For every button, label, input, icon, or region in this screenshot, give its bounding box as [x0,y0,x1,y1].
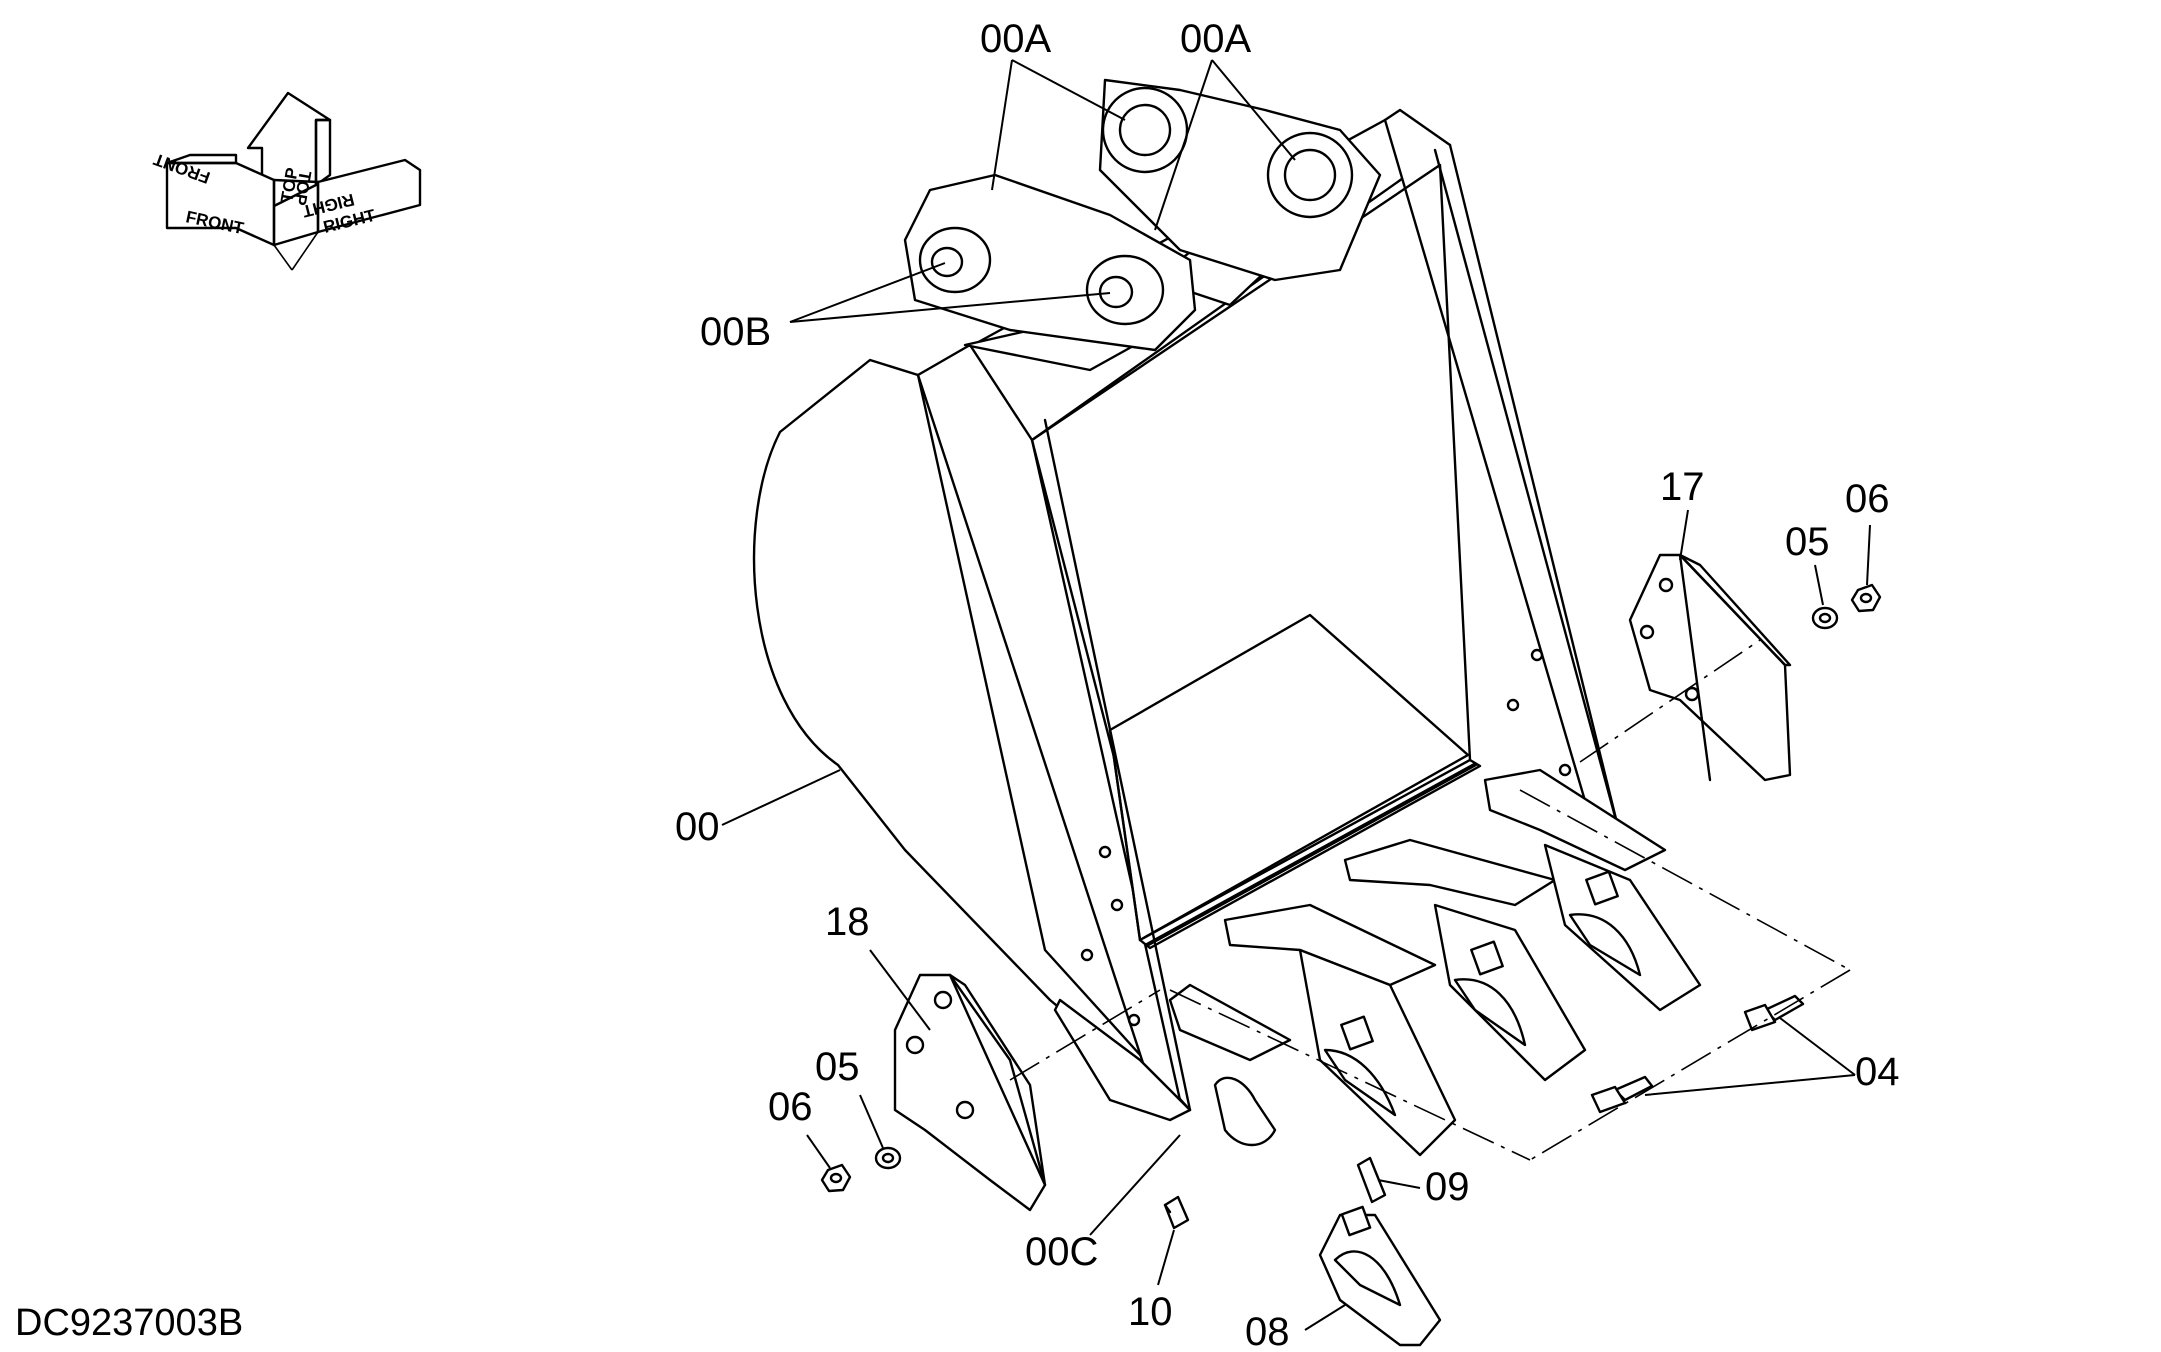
callout-04: 04 [1855,1050,1900,1094]
callout-06-left: 06 [768,1085,813,1129]
callout-00A-right: 00A [1180,17,1251,61]
hardware [820,583,1882,1347]
callout-18: 18 [825,900,870,944]
callout-00C: 00C [1025,1230,1098,1274]
tooth-adapter-2 [1343,838,1587,1082]
drawing-id: DC9237003B [15,1302,243,1344]
tooth-pin [1356,1156,1387,1204]
bolt-lower [1590,1075,1654,1114]
side-cutter-left [893,973,1047,1212]
bucket-teeth [1168,768,1702,1157]
leader-lines [721,59,1871,1331]
bolt-upper [1743,994,1805,1032]
callout-17: 17 [1660,465,1705,509]
callout-09: 09 [1425,1165,1470,1209]
orientation-indicator: FRONT FRONT TOP TOP RIGHT RIGHT [150,91,422,271]
callout-05-left: 05 [815,1045,860,1089]
tooth-adapter-1 [1223,903,1457,1157]
washer-left [874,1146,902,1170]
callout-00A-left: 00A [980,17,1051,61]
corner-adapter [1168,983,1292,1147]
callout-00B: 00B [700,310,771,354]
callout-08: 08 [1245,1310,1290,1352]
callout-00: 00 [675,805,720,849]
callout-labels: 00A 00A 00B 00 17 05 06 18 05 06 04 09 0… [675,17,1900,1352]
callout-10: 10 [1128,1290,1173,1334]
pin-lock [1163,1195,1190,1230]
side-cutter-right [1628,553,1792,782]
callout-05-right: 05 [1785,520,1830,564]
bucket-body [752,78,1622,1122]
nut-left [820,1163,852,1193]
callout-06-right: 06 [1845,477,1890,521]
loose-tooth [1318,1205,1442,1347]
nut-right [1850,583,1882,613]
washer-right [1811,606,1839,630]
assembly-lines [1009,639,1851,1161]
